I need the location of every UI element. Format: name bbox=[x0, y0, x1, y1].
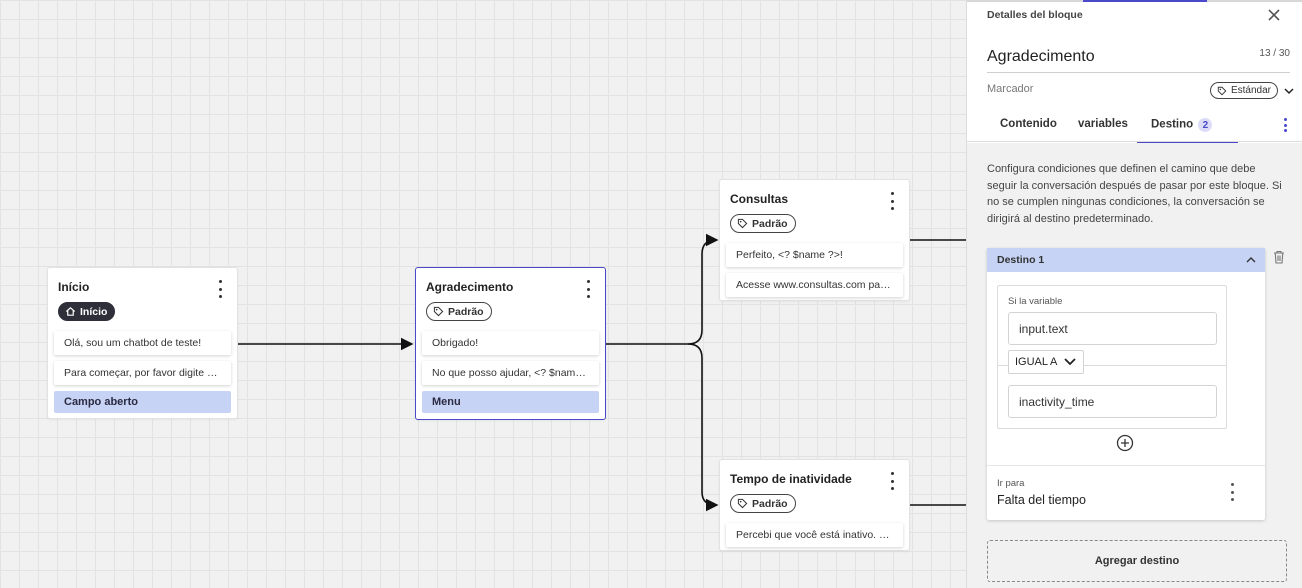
goto-more-options-icon[interactable] bbox=[1229, 483, 1235, 501]
node-inatividade[interactable]: Tempo de inatividade Padrão Percebi que … bbox=[719, 459, 910, 551]
operator-select[interactable]: IGUAL A bbox=[1008, 350, 1085, 374]
node-menu-button[interactable] bbox=[889, 472, 895, 490]
goto-divider bbox=[987, 465, 1265, 466]
option-text: Menu bbox=[432, 396, 461, 408]
message-text: Olá, sou um chatbot de teste! bbox=[64, 337, 202, 349]
message-text: Percebi que você está inativo. Conversa … bbox=[736, 529, 893, 541]
tab-variables[interactable]: variables bbox=[1078, 118, 1128, 130]
node-title: Tempo de inatividade bbox=[730, 472, 852, 486]
destination-title: Destino 1 bbox=[997, 254, 1045, 266]
chevron-down-icon[interactable] bbox=[1283, 85, 1295, 97]
message-item[interactable]: Obrigado! bbox=[422, 331, 599, 355]
block-details-panel: Detalles del bloque 13 / 30 Agradeciment… bbox=[966, 0, 1302, 588]
marcador-label: Marcador bbox=[987, 83, 1034, 95]
node-title: Consultas bbox=[730, 192, 789, 206]
condition-divider bbox=[998, 365, 1226, 366]
panel-header: Detalles del bloque bbox=[987, 9, 1083, 21]
edge-agradecimento-inatividade bbox=[687, 343, 719, 512]
message-item[interactable]: No que posso ajudar, <? $name ?>? bbox=[422, 361, 599, 385]
node-tag-label: Padrão bbox=[448, 305, 484, 318]
flow-canvas[interactable]: Início Início Olá, sou um chatbot de tes… bbox=[0, 0, 966, 588]
destino-description: Configura condiciones que definen el cam… bbox=[987, 163, 1282, 225]
option-text: Campo aberto bbox=[64, 396, 138, 408]
node-tag: Padrão bbox=[730, 214, 796, 233]
message-item[interactable]: Para começar, por favor digite o seu nom… bbox=[54, 361, 231, 385]
node-tag: Padrão bbox=[730, 494, 796, 513]
option-item[interactable]: Menu bbox=[422, 391, 599, 413]
add-condition-icon[interactable] bbox=[1116, 434, 1134, 452]
message-text: Para começar, por favor digite o seu nom… bbox=[64, 367, 221, 379]
message-item[interactable]: Perfeito, <? $name ?>! bbox=[726, 243, 903, 267]
marcador-value: Estándar bbox=[1230, 85, 1271, 96]
home-icon bbox=[65, 307, 76, 316]
char-count: 13 / 30 bbox=[1259, 48, 1290, 59]
destination-card: Destino 1 Si la variable input.text IGUA… bbox=[987, 248, 1265, 520]
node-tag: Início bbox=[58, 302, 116, 321]
destination-header[interactable]: Destino 1 bbox=[987, 248, 1265, 272]
message-item[interactable]: Acesse www.consultas.com para agendar bbox=[726, 273, 903, 297]
tab-contenido[interactable]: Contenido bbox=[1000, 118, 1057, 130]
node-inicio[interactable]: Início Início Olá, sou um chatbot de tes… bbox=[47, 267, 238, 419]
tag-icon bbox=[737, 498, 748, 509]
message-text: No que posso ajudar, <? $name ?>? bbox=[432, 367, 589, 379]
add-destination-button[interactable]: Agregar destino bbox=[987, 540, 1287, 582]
node-title: Início bbox=[58, 280, 90, 294]
message-text: Acesse www.consultas.com para agendar bbox=[736, 279, 893, 291]
tab-label: Destino bbox=[1151, 118, 1194, 131]
node-agradecimento[interactable]: Agradecimento Padrão Obrigado! No que po… bbox=[415, 267, 606, 420]
node-tag: Padrão bbox=[426, 302, 492, 321]
condition-box: Si la variable input.text IGUAL A inacti… bbox=[997, 285, 1227, 429]
variable-input[interactable]: input.text bbox=[1008, 312, 1217, 345]
tab-label: variables bbox=[1078, 118, 1128, 130]
goto-target[interactable]: Falta del tiempo bbox=[997, 493, 1086, 507]
close-icon[interactable] bbox=[1266, 7, 1282, 23]
marcador-select[interactable]: Estándar bbox=[1209, 82, 1278, 99]
message-text: Perfeito, <? $name ?>! bbox=[736, 249, 843, 261]
panel-tabs: Contenido variables Destino 2 bbox=[967, 104, 1302, 144]
operator-value: IGUAL A bbox=[1015, 356, 1058, 368]
tab-count-badge: 2 bbox=[1198, 118, 1213, 132]
node-consultas[interactable]: Consultas Padrão Perfeito, <? $name ?>! … bbox=[719, 179, 910, 301]
destino-tab-content: Configura condiciones que definen el cam… bbox=[967, 143, 1302, 588]
panel-top-accent bbox=[1083, 0, 1207, 2]
tag-icon bbox=[433, 306, 444, 317]
trash-icon[interactable] bbox=[1272, 249, 1286, 265]
message-text: Obrigado! bbox=[432, 337, 479, 349]
add-destination-label: Agregar destino bbox=[1094, 555, 1180, 567]
tab-destino[interactable]: Destino 2 bbox=[1136, 118, 1239, 144]
goto-label: Ir para bbox=[997, 478, 1025, 489]
option-item[interactable]: Campo aberto bbox=[54, 391, 231, 413]
title-underline bbox=[987, 72, 1290, 73]
edge-agradecimento-consultas bbox=[606, 233, 719, 345]
node-tag-label: Início bbox=[80, 305, 108, 318]
message-item[interactable]: Olá, sou um chatbot de teste! bbox=[54, 331, 231, 355]
tab-label: Contenido bbox=[1000, 118, 1057, 130]
value-input[interactable]: inactivity_time bbox=[1008, 385, 1217, 418]
node-tag-label: Padrão bbox=[752, 217, 788, 230]
message-item[interactable]: Percebi que você está inativo. Conversa … bbox=[726, 523, 903, 547]
tag-icon bbox=[737, 218, 748, 229]
block-name-input[interactable]: Agradecimento bbox=[987, 48, 1095, 65]
node-menu-button[interactable] bbox=[217, 280, 223, 298]
node-menu-button[interactable] bbox=[585, 280, 591, 298]
more-options-icon[interactable] bbox=[1282, 118, 1288, 132]
chevron-down-icon bbox=[1064, 358, 1077, 366]
node-title: Agradecimento bbox=[426, 280, 514, 294]
node-tag-label: Padrão bbox=[752, 497, 788, 510]
tag-icon bbox=[1217, 86, 1227, 95]
condition-label: Si la variable bbox=[1008, 296, 1063, 307]
node-menu-button[interactable] bbox=[889, 192, 895, 210]
chevron-up-icon[interactable] bbox=[1245, 254, 1257, 266]
